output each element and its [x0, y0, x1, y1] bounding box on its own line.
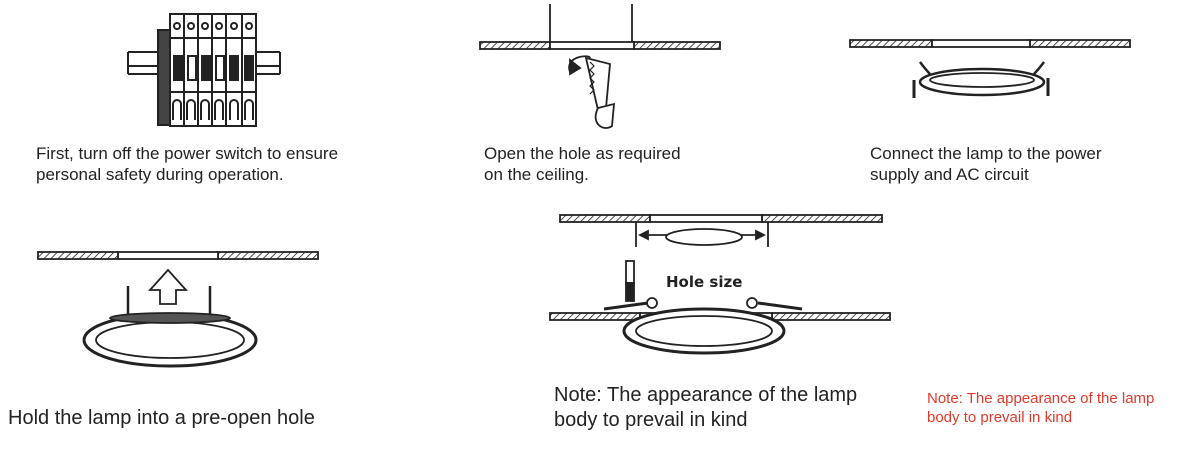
hole-size-label: Hole size	[666, 273, 742, 291]
step-3-panel: Connect the lamp to the power supply and…	[830, 0, 1200, 200]
step-4-caption: Hold the lamp into a pre-open hole	[8, 407, 315, 429]
breaker-switch-icon	[127, 13, 281, 127]
step-4-panel: Hold the lamp into a pre-open hole	[0, 210, 400, 468]
step-3-caption: Connect the lamp to the power supply and…	[870, 144, 1102, 185]
step-2-caption: Open the hole as required on the ceiling…	[484, 144, 681, 185]
hole-size-install-icon: Hole size	[549, 214, 891, 355]
step-1-caption: First, turn off the power switch to ensu…	[36, 144, 339, 185]
appearance-note: Note: The appearance of the lamp body to…	[927, 390, 1155, 426]
saw-cut-icon	[479, 4, 721, 129]
step-5-caption: Note: The appearance of the lamp body to…	[554, 384, 858, 431]
lamp-wiring-icon	[849, 39, 1131, 98]
step-5-panel: Hole size Note: The appearance of the la…	[540, 205, 920, 468]
step-1-panel: First, turn off the power switch to ensu…	[0, 0, 400, 200]
lamp-push-up-icon	[37, 251, 319, 368]
step-2-panel: Open the hole as required on the ceiling…	[440, 0, 760, 200]
